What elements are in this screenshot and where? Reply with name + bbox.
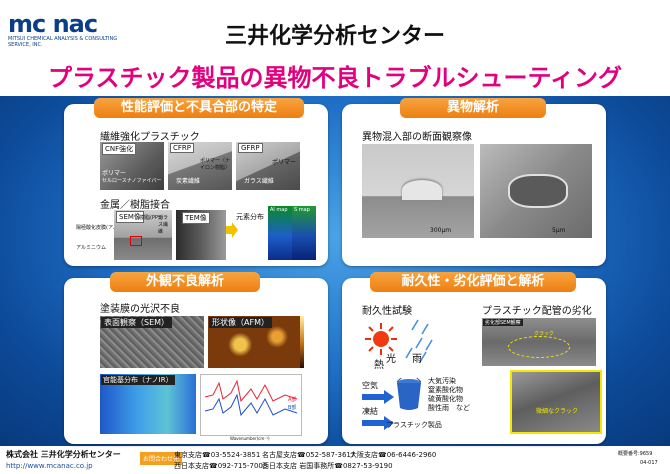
arrow-air-icon — [362, 390, 394, 404]
metal-resin-heading: 金属／樹脂接合 — [100, 200, 170, 211]
glass-note: ガラス繊維 — [158, 215, 169, 235]
ir-spectrum-chart — [200, 374, 302, 436]
gfrp-glass-note: ガラス繊維 — [244, 178, 274, 185]
freeze-label: 凍結 — [362, 407, 378, 416]
gfrp-label: GFRP — [238, 143, 263, 153]
title-sub: プラスチック製品の異物不良トラブルシューティング — [47, 64, 623, 92]
panel-performance-tab: 性能評価と不具合部の特定 — [94, 98, 304, 118]
arrow-right-icon — [226, 222, 238, 238]
plastic-product-label: プラスチック製品 — [386, 421, 442, 429]
document-date: 04-017 — [640, 460, 658, 466]
nano-ir-label: 官能基分布（ナノIR） — [101, 375, 175, 385]
aluminum-note: アルミニウム — [76, 245, 106, 251]
pollutant-1: 大気汚染 — [428, 377, 456, 385]
afm-shape-label: 形状像（AFM） — [209, 317, 272, 328]
cross-section-image-1 — [362, 144, 474, 238]
s-map-image — [292, 206, 316, 260]
document-number: 概要番号:9659 — [618, 451, 653, 457]
company-logo: mc nac — [8, 10, 98, 38]
cnf-label: CNF強化 — [102, 143, 137, 155]
contact-badge: お問合わせ先 — [140, 452, 183, 465]
sun-icon — [365, 323, 397, 355]
cross-section-image-2 — [480, 144, 592, 238]
light-label: 光 — [386, 354, 396, 365]
tem-label: TEM像 — [182, 212, 210, 224]
pollutant-3: 硫黄酸化物 — [428, 395, 463, 403]
sem-label: SEM像 — [116, 211, 144, 223]
gfrp-polymer-note: ポリマー — [272, 159, 297, 166]
bucket-icon — [396, 378, 422, 410]
cfrp-label: CFRP — [170, 143, 194, 153]
s-map-label: S map — [294, 207, 310, 213]
legend-a: A部 — [288, 397, 297, 403]
scale-bar-5um: 5μm — [552, 227, 566, 234]
crack-closeup-image — [510, 370, 602, 434]
ir-spectrum-lines — [204, 379, 298, 417]
al-map-label: Al map — [270, 207, 288, 213]
fine-crack-label: 微細なクラック — [536, 408, 579, 415]
sem-surface-label: 表面観察（SEM） — [101, 317, 173, 328]
element-map-label: 元素分布 — [236, 213, 264, 221]
anodic-note: 陽極酸化皮膜(アルマイト) — [76, 225, 135, 231]
header-background — [0, 0, 670, 100]
crack-note-top: クラック — [534, 331, 555, 337]
osaka-branch: 大阪支店☎06-6446-2960 — [350, 451, 437, 459]
pollutant-2: 窒素酸化物 — [428, 386, 463, 394]
sem-highlight-box — [130, 236, 142, 246]
fiber-plastic-heading: 繊維強化プラスチック — [100, 132, 200, 143]
durability-test-heading: 耐久性試験 — [362, 306, 412, 317]
pipe-degradation-heading: プラスチック配管の劣化 — [482, 306, 592, 317]
footer-url[interactable]: http://www.mcanac.co.jp — [6, 462, 93, 470]
rain-icon — [405, 319, 433, 362]
iwakuni-office: 西日本支店 岩国事務所☎0827-53-9190 — [262, 462, 393, 470]
spectrum-series-b — [204, 393, 298, 417]
legend-b: B部 — [288, 405, 297, 411]
resin-pps-note: 樹脂(PPS) — [140, 215, 164, 221]
nagoya-branch: 名古屋支店☎052-587-3617 — [262, 451, 356, 459]
rain-label: 雨 — [412, 354, 422, 365]
cnf-polymer-note: ポリマー — [102, 170, 127, 177]
panel-foreign-matter-tab: 異物解析 — [400, 98, 546, 118]
footer-background — [0, 446, 670, 474]
arrow-freeze-icon — [362, 416, 394, 430]
scale-bar-300um: 300μm — [430, 227, 452, 234]
footer-company: 株式会社 三井化学分析センター — [6, 450, 121, 459]
gloss-defect-heading: 塗装膜の光沢不良 — [100, 304, 180, 315]
cfrp-polymer-note: ポリマー（ナイロン樹脂） — [200, 158, 231, 171]
logo-subtitle: MITSUI CHEMICAL ANALYSIS & CONSULTING SE… — [8, 36, 118, 48]
panel-appearance-tab: 外観不良解析 — [110, 272, 260, 292]
nishinihon-branch: 西日本支店☎092-715-7003 — [174, 462, 268, 470]
heat-label: 熱 — [374, 360, 384, 371]
pipe-sem-label: 劣化部SEM観察 — [483, 319, 523, 326]
foreign-matter-heading: 異物混入部の断面観察像 — [362, 132, 472, 143]
cfrp-carbon-note: 炭素繊維 — [176, 178, 201, 185]
afm-colorbar — [300, 316, 304, 368]
panel-durability-tab: 耐久性・劣化評価と解析 — [370, 272, 576, 292]
title-main: 三井化学分析センター — [224, 24, 445, 49]
spectrum-series-a — [204, 379, 298, 403]
spectrum-xaxis-label: Wavenumber(cm⁻¹) — [230, 436, 270, 441]
air-label: 空気 — [362, 381, 378, 390]
pollutant-4: 酸性雨 など — [428, 404, 470, 412]
tokyo-branch: 東京支店☎03-5524-3851 — [174, 451, 261, 459]
al-map-image — [268, 206, 292, 260]
pipe-sem-image — [482, 318, 596, 366]
cnf-fiber-note: セルロースナノファイバー — [102, 178, 162, 184]
